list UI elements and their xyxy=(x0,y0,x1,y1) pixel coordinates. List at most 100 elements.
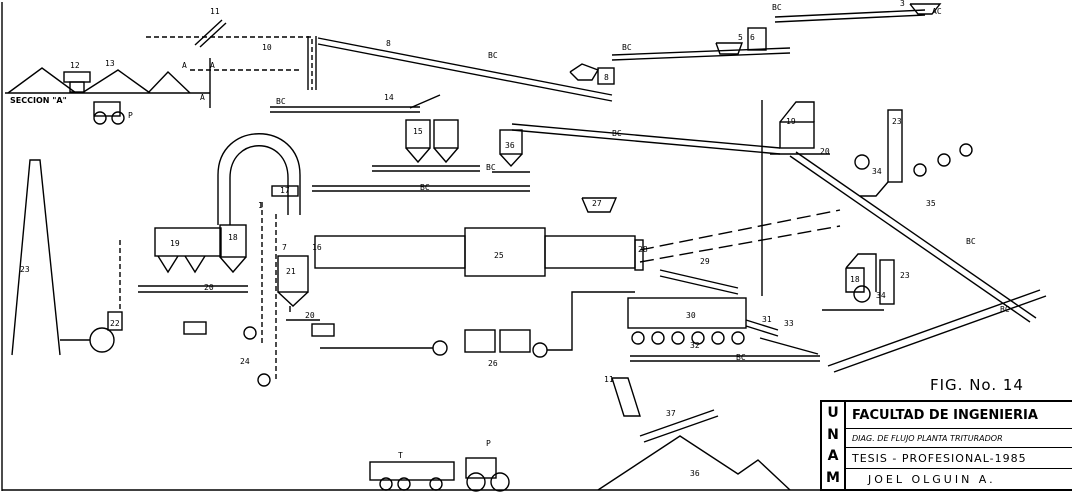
label-21: 21 xyxy=(286,267,296,276)
label-bc-5: BC xyxy=(486,163,496,172)
fan-22 xyxy=(90,328,114,352)
label-23b: 23 xyxy=(892,117,902,126)
kiln-25-left xyxy=(315,236,465,268)
label-31: 31 xyxy=(762,315,772,324)
label-10: 10 xyxy=(262,43,272,52)
label-bc-2: BC xyxy=(622,43,632,52)
conveyor-diag-right xyxy=(512,124,780,148)
label-bc-1: BC xyxy=(488,51,498,60)
label-19b: 19 xyxy=(786,117,796,126)
label-bc-8: BC xyxy=(966,237,976,246)
label-28: 28 xyxy=(638,245,648,254)
label-a2: A xyxy=(210,61,215,70)
label-29: 29 xyxy=(700,257,710,266)
conveyor-14 xyxy=(410,95,440,108)
unam-letter-u: U xyxy=(822,402,844,424)
fan-24a xyxy=(244,327,256,339)
silo-13b xyxy=(434,120,458,148)
label-32: 32 xyxy=(690,341,700,350)
label-11b: 11 xyxy=(604,375,614,384)
label-22: 22 xyxy=(110,319,120,328)
label-24: 24 xyxy=(240,357,250,366)
label-3: 3 xyxy=(900,0,905,8)
author-name: JOEL OLGUIN A. xyxy=(846,469,1072,489)
unam-letter-n: N xyxy=(822,424,844,446)
unam-letter-m: M xyxy=(822,467,844,489)
title-info: FACULTAD DE INGENIERIA DIAG. DE FLUJO PL… xyxy=(846,402,1072,489)
label-18b: 18 xyxy=(850,275,860,284)
conveyor-main xyxy=(318,38,612,95)
label-4: 1 xyxy=(258,201,263,210)
truck-t xyxy=(370,462,454,480)
label-bc-6: BC xyxy=(420,183,430,192)
label-26: 26 xyxy=(488,359,498,368)
unam-letter-a: A xyxy=(822,446,844,468)
title-block: U N A M FACULTAD DE INGENIERIA DIAG. DE … xyxy=(820,400,1072,491)
cart-1 xyxy=(184,322,206,334)
label-23a: 23 xyxy=(20,265,30,274)
label-34b: 34 xyxy=(876,291,886,300)
label-t: T xyxy=(398,451,403,460)
label-35: 35 xyxy=(926,199,936,208)
label-bc-3: BC xyxy=(772,3,782,12)
stockpile-a2 xyxy=(82,70,150,93)
label-20a: 20 xyxy=(204,283,214,292)
loader-a xyxy=(94,102,120,116)
cyclone-19 xyxy=(155,228,221,256)
label-25: 25 xyxy=(494,251,504,260)
figure-label: FIG. No. 14 xyxy=(930,376,1024,394)
unit-26a xyxy=(465,330,495,352)
label-12: 12 xyxy=(70,61,80,70)
conveyor-33 xyxy=(760,338,818,354)
label-19a: 19 xyxy=(170,239,180,248)
label-bc-7: BC xyxy=(612,129,622,138)
thesis-line: TESIS - PROFESIONAL-1985 xyxy=(846,448,1072,469)
label-15: 15 xyxy=(413,127,423,136)
chimney-23 xyxy=(12,160,60,355)
label-p2: P xyxy=(486,439,491,448)
label-16: 16 xyxy=(312,243,322,252)
kiln-25-right xyxy=(545,236,635,268)
unit-26b xyxy=(500,330,530,352)
faculty-name: FACULTAD DE INGENIERIA xyxy=(846,402,1072,429)
label-8a: 8 xyxy=(386,39,391,48)
label-a3: A xyxy=(200,93,205,102)
truck-top xyxy=(716,43,742,54)
cart-2 xyxy=(312,324,334,336)
hopper-12 xyxy=(64,72,90,82)
label-p1: P xyxy=(128,111,133,120)
label-18a: 18 xyxy=(228,233,238,242)
label-5: 5 xyxy=(738,33,743,42)
label-36a: 36 xyxy=(505,141,515,150)
stockpile-a3 xyxy=(148,72,190,93)
label-8b: 8 xyxy=(604,73,609,82)
pipe-26 xyxy=(547,292,635,350)
fan-24b xyxy=(258,374,270,386)
label-20b: 20 xyxy=(305,311,315,320)
label-6: 6 xyxy=(750,33,755,42)
label-bc-4: BC xyxy=(276,97,286,106)
kiln-25-mid xyxy=(465,228,545,276)
label-33: 33 xyxy=(784,319,794,328)
label-14: 14 xyxy=(384,93,394,102)
label-bc-9: BC xyxy=(1000,305,1010,314)
label-17: 17 xyxy=(280,186,290,195)
label-bc-10: BC xyxy=(736,353,746,362)
conveyor-11 xyxy=(195,20,222,45)
label-20c: 20 xyxy=(820,147,830,156)
crusher-top xyxy=(570,64,598,80)
label-11a: 11 xyxy=(210,7,220,16)
diag-conveyor-right xyxy=(790,156,1030,322)
label-23c: 23 xyxy=(900,271,910,280)
label-27: 27 xyxy=(592,199,602,208)
fan-34 xyxy=(855,155,869,169)
chute-11b xyxy=(612,378,640,416)
label-30: 30 xyxy=(686,311,696,320)
unam-column: U N A M xyxy=(822,402,846,489)
label-section-a: SECCION "A" xyxy=(10,96,67,105)
conveyor-37 xyxy=(640,410,714,436)
label-7: 7 xyxy=(282,243,287,252)
label-36b: 36 xyxy=(690,469,700,478)
feed-line-a xyxy=(146,37,312,90)
label-37: 37 xyxy=(666,409,676,418)
